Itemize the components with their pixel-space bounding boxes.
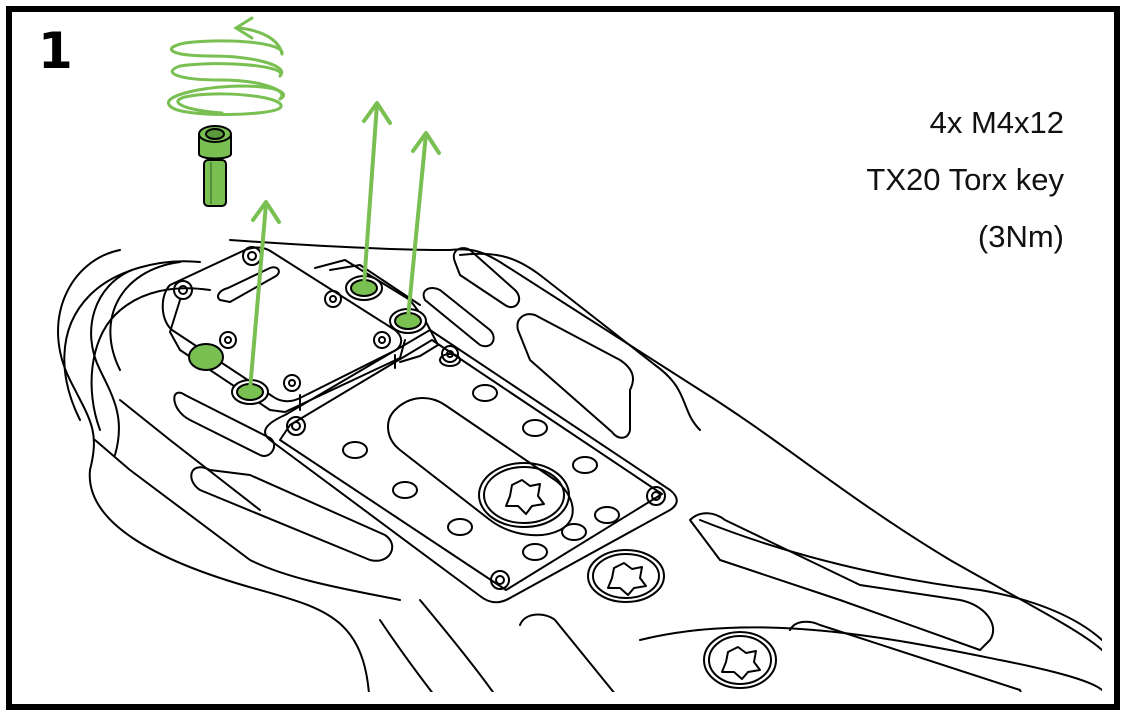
spec-torque: (3Nm) xyxy=(977,219,1064,254)
removal-arrow-icon xyxy=(406,131,441,320)
plate-holes xyxy=(342,353,620,561)
spec-fastener: 4x M4x12 xyxy=(929,105,1064,140)
mounting-plate xyxy=(264,329,678,604)
spec-tool: TX20 Torx key xyxy=(866,162,1064,197)
torx-bolt xyxy=(478,462,570,528)
spec-block: 4x M4x12 TX20 Torx key (3Nm) xyxy=(866,94,1064,265)
counter-clockwise-rotation-icon xyxy=(166,16,286,116)
screw-location xyxy=(389,308,427,334)
frame-body xyxy=(57,239,1102,692)
frame-slot-upper-right xyxy=(422,247,634,439)
torx-bolt xyxy=(703,631,777,689)
frame-slot-lower-right xyxy=(519,512,1022,692)
step-number: 1 xyxy=(38,22,73,80)
removal-arrow-icon xyxy=(248,200,281,392)
removal-arrow-icon xyxy=(362,101,392,287)
socket-head-screw-icon xyxy=(198,125,232,207)
screw-locations xyxy=(231,275,427,405)
frame-slot-left xyxy=(173,391,394,562)
green-pin-hole xyxy=(188,343,224,371)
plate-corner-screws xyxy=(286,345,666,590)
left-handle xyxy=(63,260,401,601)
torx-bolt xyxy=(587,549,665,603)
screw-location xyxy=(345,275,383,301)
torx-bolts xyxy=(478,462,777,689)
